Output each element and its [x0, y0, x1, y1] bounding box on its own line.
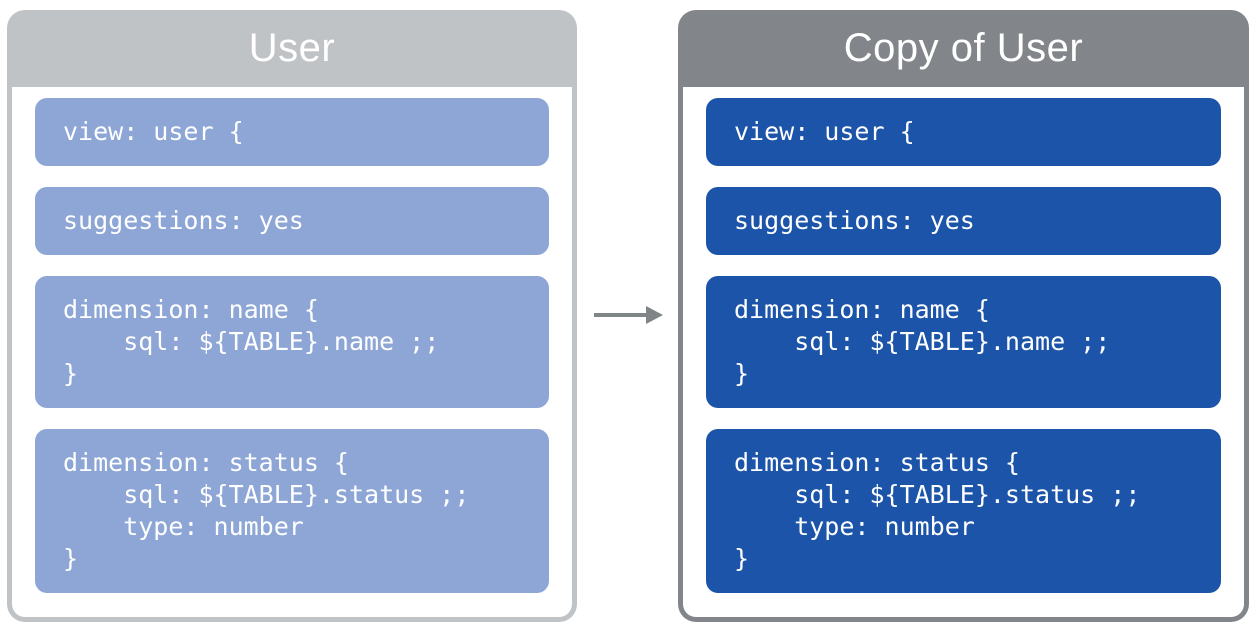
right-arrow-icon: [594, 306, 663, 324]
code-block-dimension-status: dimension: status { sql: ${TABLE}.status…: [706, 429, 1221, 593]
panel-user-body: view: user { suggestions: yes dimension:…: [12, 87, 572, 617]
code-block-dimension-name: dimension: name { sql: ${TABLE}.name ;; …: [35, 276, 549, 408]
panel-copy-of-user-body: view: user { suggestions: yes dimension:…: [683, 87, 1244, 617]
code-block-view-declaration: view: user {: [706, 98, 1221, 166]
code-block-suggestions-setting: suggestions: yes: [706, 187, 1221, 255]
panel-user-title: User: [248, 26, 336, 70]
panel-user-header: User: [7, 10, 577, 87]
code-block-view-declaration: view: user {: [35, 98, 549, 166]
code-block-suggestions-setting: suggestions: yes: [35, 187, 549, 255]
panel-copy-of-user-header: Copy of User: [678, 10, 1249, 87]
panel-copy-of-user: Copy of User view: user { suggestions: y…: [678, 10, 1249, 622]
code-block-dimension-status: dimension: status { sql: ${TABLE}.status…: [35, 429, 549, 593]
panel-user: User view: user { suggestions: yes dimen…: [7, 10, 577, 622]
code-block-dimension-name: dimension: name { sql: ${TABLE}.name ;; …: [706, 276, 1221, 408]
panel-copy-of-user-title: Copy of User: [843, 26, 1084, 70]
